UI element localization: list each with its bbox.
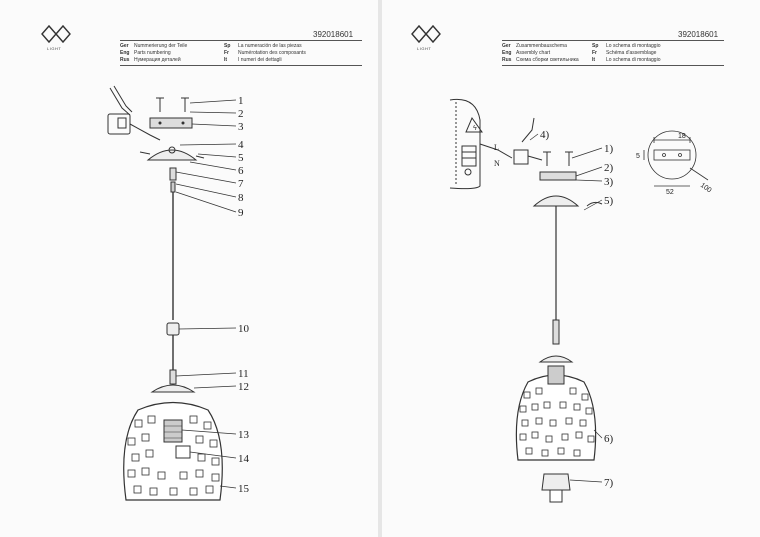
logo-text: LIGHT — [47, 46, 62, 51]
step-label: 3) — [604, 176, 614, 188]
step-label: 4) — [540, 129, 550, 141]
part-number: 2 — [238, 108, 244, 120]
step-label: 6) — [604, 433, 614, 445]
dimension-drawing — [643, 130, 709, 187]
assembly-diagram: ϟ L N — [449, 98, 713, 503]
product-code: 392018601 — [313, 30, 354, 39]
part-number: 12 — [238, 381, 249, 393]
header-divider — [502, 40, 724, 41]
logo-icon — [41, 24, 71, 44]
parts-diagram: 1 2 3 4 5 6 7 8 9 10 11 12 13 14 15 — [107, 85, 250, 501]
part-number: 11 — [238, 368, 249, 380]
mounting-plate — [149, 117, 193, 129]
diffuser — [541, 473, 571, 491]
part-number: 3 — [238, 121, 244, 133]
step-label: 7) — [604, 477, 614, 489]
part-number: 1 — [238, 95, 244, 107]
product-code: 392018601 — [678, 30, 719, 39]
glass-shade — [123, 401, 223, 501]
letter-L: L — [494, 143, 499, 152]
shade-cap — [150, 384, 196, 393]
header-divider — [120, 40, 362, 41]
dim-label: 52 — [666, 189, 674, 196]
screws-icon — [156, 97, 189, 112]
wire-connector-icon — [107, 85, 161, 141]
part-number: 5 — [238, 152, 244, 164]
cord-clip — [166, 322, 180, 336]
part-number: 10 — [238, 323, 250, 335]
header-bottom-divider — [502, 65, 724, 66]
step-label: 2) — [604, 162, 614, 174]
header-bottom-divider — [120, 65, 362, 66]
canopy — [532, 195, 580, 207]
dim-label: 5 — [636, 153, 640, 160]
dim-label: 18 — [678, 133, 686, 140]
page-spine — [378, 0, 382, 537]
lamp-socket — [163, 419, 183, 443]
step-label: 1) — [604, 143, 614, 155]
shade-cap — [538, 355, 574, 363]
part-number: 15 — [238, 483, 250, 495]
part-number: 14 — [238, 453, 250, 465]
mounting-plate — [539, 171, 577, 181]
part-number: 4 — [238, 139, 244, 151]
part-number: 6 — [238, 165, 244, 177]
part-number: 7 — [238, 178, 244, 190]
part-number: 9 — [238, 207, 244, 219]
glass-shade — [515, 374, 597, 461]
logo-text: LIGHT — [417, 46, 432, 51]
wiring-detail-icon: ϟ — [449, 98, 513, 190]
part-number: 8 — [238, 192, 244, 204]
step-label: 5) — [604, 195, 614, 207]
dim-label: 100 — [699, 182, 713, 194]
logo-icon — [411, 24, 441, 44]
part-number: 13 — [238, 429, 250, 441]
canopy — [146, 149, 198, 161]
svg-text:ϟ: ϟ — [473, 125, 477, 132]
letter-N: N — [494, 159, 500, 168]
